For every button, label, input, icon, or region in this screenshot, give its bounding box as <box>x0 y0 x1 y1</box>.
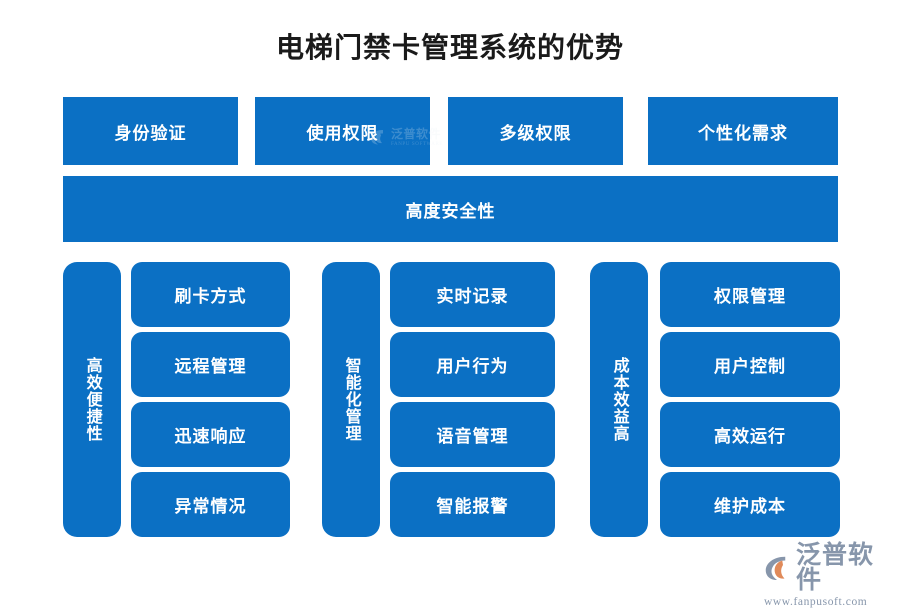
group-2-category-label: 智能化管理 <box>342 357 360 442</box>
group-3-item-2-label: 用户控制 <box>714 357 786 376</box>
group-2-item-4-label: 智能报警 <box>436 497 509 516</box>
group-3-category-label: 成本效益高 <box>610 357 628 442</box>
brand-logo-icon <box>765 556 786 580</box>
group-3-item-2[interactable]: 用户控制 <box>660 332 840 397</box>
group-1-item-2[interactable]: 远程管理 <box>131 332 290 397</box>
group-1-item-3-label: 迅速响应 <box>174 427 247 446</box>
brand-logo-name: 泛普软件 <box>796 542 875 594</box>
group-1-category-label: 高效便捷性 <box>83 357 101 442</box>
group-3-category[interactable]: 成本效益高 <box>590 262 648 537</box>
group-2-item-4[interactable]: 智能报警 <box>390 472 555 537</box>
group-2-category[interactable]: 智能化管理 <box>322 262 380 537</box>
top-box-1[interactable]: 身份验证 <box>63 97 238 165</box>
top-box-4-label: 个性化需求 <box>698 123 788 143</box>
group-3-item-3[interactable]: 高效运行 <box>660 402 840 467</box>
group-3-item-3-label: 高效运行 <box>714 427 786 446</box>
group-3-item-1-label: 权限管理 <box>714 287 786 306</box>
group-2-item-2-label: 用户行为 <box>436 357 509 376</box>
group-1-item-1[interactable]: 刷卡方式 <box>131 262 290 327</box>
group-2-item-1[interactable]: 实时记录 <box>390 262 555 327</box>
top-box-4[interactable]: 个性化需求 <box>648 97 838 165</box>
group-3-item-4[interactable]: 维护成本 <box>660 472 840 537</box>
banner-label: 高度安全性 <box>405 201 496 221</box>
group-2-item-3[interactable]: 语音管理 <box>390 402 555 467</box>
group-2-item-3-label: 语音管理 <box>436 427 509 446</box>
top-box-3[interactable]: 多级权限 <box>448 97 623 165</box>
brand-logo: 泛普软件 www.fanpusoft.com <box>762 543 892 608</box>
group-3-item-4-label: 维护成本 <box>714 497 786 516</box>
top-box-2[interactable]: 使用权限 <box>255 97 430 165</box>
group-1-category[interactable]: 高效便捷性 <box>63 262 121 537</box>
top-box-1-label: 身份验证 <box>114 123 187 143</box>
group-1-item-4[interactable]: 异常情况 <box>131 472 290 537</box>
brand-logo-row: 泛普软件 <box>762 543 892 593</box>
group-2-item-2[interactable]: 用户行为 <box>390 332 555 397</box>
top-box-3-label: 多级权限 <box>499 123 572 143</box>
group-1-item-1-label: 刷卡方式 <box>174 287 247 306</box>
top-box-2-label: 使用权限 <box>306 123 379 143</box>
page-title: 电梯门禁卡管理系统的优势 <box>275 33 624 64</box>
group-1-item-4-label: 异常情况 <box>174 497 247 516</box>
brand-logo-url: www.fanpusoft.com <box>764 596 868 608</box>
group-2-item-1-label: 实时记录 <box>436 287 509 306</box>
group-1-item-3[interactable]: 迅速响应 <box>131 402 290 467</box>
group-3-item-1[interactable]: 权限管理 <box>660 262 840 327</box>
banner-security[interactable]: 高度安全性 <box>63 176 838 242</box>
group-1-item-2-label: 远程管理 <box>174 357 247 376</box>
